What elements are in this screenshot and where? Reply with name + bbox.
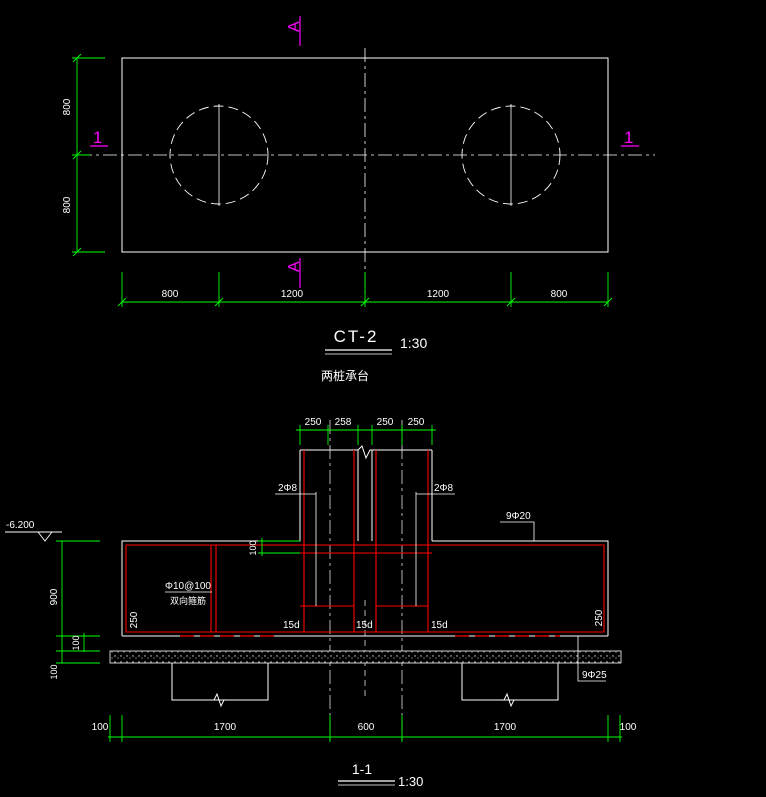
section-bottom-dim-1: 100 <box>92 722 109 733</box>
section-mark-1-right: 1 <box>621 128 639 147</box>
svg-text:A: A <box>286 261 303 272</box>
section-bottom-dim-3: 600 <box>358 722 375 733</box>
label-stirrup: Φ10@100 <box>165 581 211 592</box>
section-bottom-dim-2: 1700 <box>214 722 237 733</box>
label-anchor-1: 15d <box>283 620 300 631</box>
label-hook-left: 250 <box>129 611 140 628</box>
label-stirrup-note: 双向箍筋 <box>170 595 206 606</box>
label-hook-right: 250 <box>594 609 605 626</box>
plan-dim-vertical <box>72 53 105 257</box>
section-top-dim-1: 250 <box>305 417 322 428</box>
section-dim-side-100: 100 <box>248 540 258 555</box>
plan-subtitle: 两桩承台 <box>321 368 369 383</box>
label-anchor-2: 15d <box>356 620 373 631</box>
section-bottom-dim-5: 100 <box>620 722 637 733</box>
plan-dim-v-top: 800 <box>62 98 73 115</box>
pile-right-section <box>461 663 559 701</box>
section-top-dim-3: 250 <box>377 417 394 428</box>
section-mark-a-bottom: A <box>286 258 303 288</box>
plan-dim-h1: 800 <box>162 289 179 300</box>
section-bottom-dims <box>108 715 622 742</box>
plan-dim-v-bottom: 800 <box>62 196 73 213</box>
section-bottom-dim-4: 1700 <box>494 722 517 733</box>
svg-text:1: 1 <box>624 128 633 147</box>
plan-dim-h2: 1200 <box>281 289 304 300</box>
section-outline <box>121 450 301 636</box>
plan-dim-h4: 800 <box>551 289 568 300</box>
section-title: 1-1 <box>352 761 372 777</box>
section-dim-100b: 100 <box>49 664 59 679</box>
section-view: 250 258 250 250 -6.200 900 100 100 100 <box>5 417 637 789</box>
svg-text:-6.200: -6.200 <box>6 520 35 531</box>
section-top-dim-4: 250 <box>408 417 425 428</box>
plan-dim-horizontal <box>117 272 613 307</box>
svg-text:1: 1 <box>93 128 102 147</box>
section-scale: 1:30 <box>398 774 423 789</box>
section-top-dims <box>296 425 436 445</box>
label-bottom-bar: 9Φ25 <box>582 670 607 681</box>
plan-dim-h3: 1200 <box>427 289 450 300</box>
section-top-dim-2: 258 <box>335 417 352 428</box>
section-dim-900: 900 <box>49 588 60 605</box>
label-anchor-3: 15d <box>431 620 448 631</box>
pile-left-section <box>171 663 269 701</box>
plan-title: CT-2 <box>334 327 379 346</box>
label-top-bar: 9Φ20 <box>506 511 531 522</box>
section-dim-100a: 100 <box>71 635 81 650</box>
svg-text:A: A <box>286 21 303 32</box>
plan-scale: 1:30 <box>400 335 427 351</box>
label-right-rebar: 2Φ8 <box>434 483 454 494</box>
section-mark-a-top: A <box>286 16 303 46</box>
plan-view: A A 1 1 800 800 <box>62 16 655 383</box>
elevation-mark: -6.200 <box>5 520 62 542</box>
section-mark-1-left: 1 <box>90 128 108 147</box>
label-left-rebar: 2Φ8 <box>278 483 298 494</box>
blinding-layer <box>109 650 622 664</box>
